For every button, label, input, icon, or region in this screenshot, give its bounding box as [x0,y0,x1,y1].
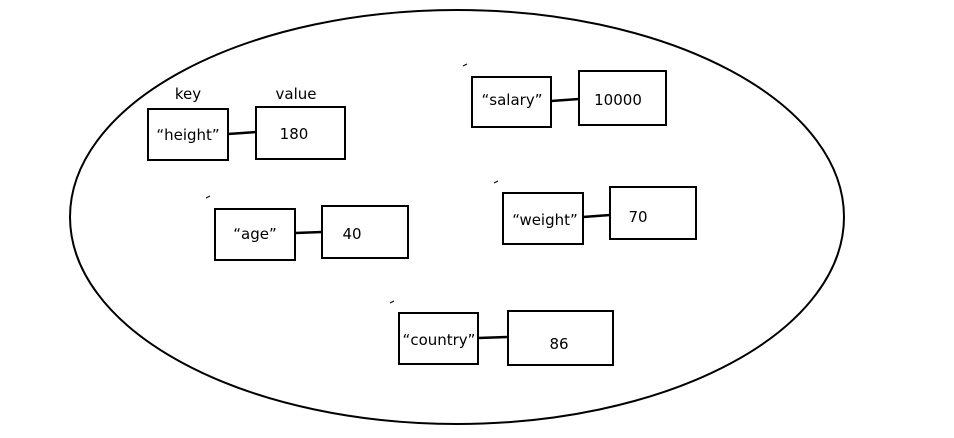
value-text: 10000 [594,91,642,109]
value-box [609,186,697,240]
value-column-label: value [276,85,317,103]
value-text: 70 [628,208,647,226]
key-column-label: key [175,85,201,103]
key-box [214,208,296,261]
key-text: “age” [233,225,276,243]
pair-country: “country” 86 [389,300,614,366]
connector-line [582,213,611,219]
connector-line [227,130,257,136]
value-text: 180 [280,125,309,143]
pair-age: “age” 40 [205,195,409,261]
value-text: 40 [342,225,361,243]
key-box [471,76,552,128]
value-box [255,106,346,160]
pair-salary: “salary” 10000 [462,63,667,128]
key-text: “weight” [512,211,578,229]
key-text: “salary” [482,91,543,109]
key-text: “country” [403,331,476,349]
connector-line [477,335,508,340]
key-text: “height” [156,126,219,144]
map-container-ellipse [69,9,845,425]
connector-line [550,97,580,103]
key-box [147,108,229,161]
tick-mark [462,63,468,67]
pair-height: “height” 180 [147,106,346,161]
tick-mark [493,180,499,184]
tick-mark [389,300,395,304]
value-text: 86 [549,335,568,353]
value-box [507,310,614,366]
key-box [398,312,479,365]
tick-mark [205,195,211,199]
pair-weight: “weight” 70 [493,180,697,245]
connector-line [294,230,323,235]
value-box [578,70,667,126]
key-box [502,192,584,245]
value-box [321,205,409,259]
